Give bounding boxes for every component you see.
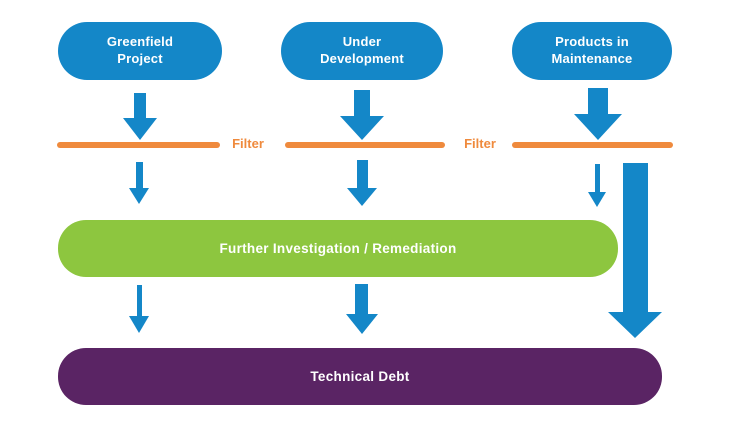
arrow-head bbox=[129, 316, 149, 333]
arrow-shaft bbox=[356, 160, 368, 188]
arrow-shaft bbox=[622, 163, 648, 312]
arrow-maintenance-to-remediation bbox=[588, 164, 606, 207]
arrow-greenfield-to-filter bbox=[123, 93, 157, 140]
filter-line-maintenance bbox=[512, 142, 673, 148]
arrow-head bbox=[608, 312, 662, 338]
arrow-head bbox=[340, 116, 384, 140]
node-label: Further Investigation / Remediation bbox=[219, 241, 457, 256]
arrow-shaft bbox=[136, 285, 142, 316]
node-label: Technical Debt bbox=[310, 369, 410, 384]
node-label: Products in Maintenance bbox=[551, 34, 633, 66]
arrow-shaft bbox=[134, 93, 146, 118]
node-greenfield-project: Greenfield Project bbox=[58, 22, 222, 80]
arrow-underdev-to-filter bbox=[340, 90, 384, 140]
node-label: Under Development bbox=[320, 34, 404, 66]
filter-label-1: Filter bbox=[232, 136, 264, 151]
arrow-shaft bbox=[588, 88, 608, 114]
node-label: Greenfield Project bbox=[106, 34, 174, 66]
arrow-shaft bbox=[354, 90, 370, 116]
node-products-in-maintenance: Products in Maintenance bbox=[512, 22, 672, 80]
arrow-shaft bbox=[135, 162, 143, 188]
arrow-head bbox=[123, 118, 157, 140]
filter-line-greenfield bbox=[57, 142, 220, 148]
node-under-development: Under Development bbox=[281, 22, 443, 80]
arrow-remediation-to-debt-middle bbox=[345, 284, 378, 334]
arrow-remediation-to-debt-left bbox=[129, 285, 149, 333]
arrow-maintenance-to-filter bbox=[574, 88, 622, 140]
arrow-head bbox=[574, 114, 622, 140]
arrow-shaft bbox=[355, 284, 368, 314]
arrow-greenfield-to-remediation bbox=[129, 162, 149, 204]
filter-line-underdev bbox=[285, 142, 445, 148]
arrow-head bbox=[129, 188, 149, 204]
node-technical-debt: Technical Debt bbox=[58, 348, 662, 405]
arrow-head bbox=[345, 314, 378, 334]
arrow-head bbox=[588, 192, 606, 207]
node-remediation: Further Investigation / Remediation bbox=[58, 220, 618, 277]
arrow-underdev-to-remediation bbox=[347, 160, 377, 206]
arrow-head bbox=[347, 188, 377, 206]
filter-label-2: Filter bbox=[464, 136, 496, 151]
arrow-maintenance-bypass-to-debt bbox=[608, 163, 662, 338]
arrow-shaft bbox=[594, 164, 600, 192]
